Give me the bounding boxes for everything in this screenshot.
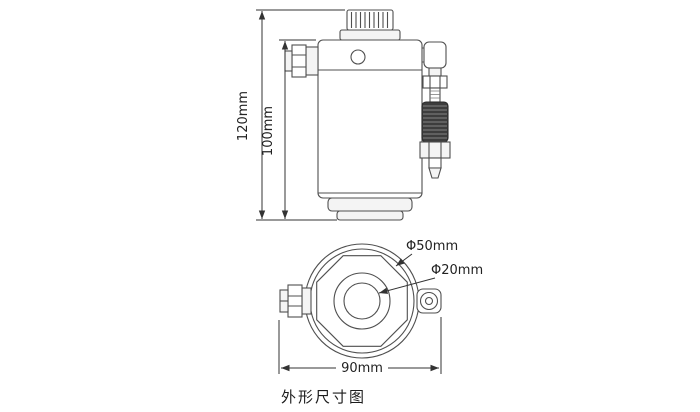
dim-label-overall-height: 120mm <box>236 91 251 141</box>
collar <box>339 29 401 41</box>
cable-gland <box>419 101 451 179</box>
dim-width: 90mm <box>278 317 442 376</box>
left-fitting-side <box>284 44 319 78</box>
thread-hatch <box>350 12 389 28</box>
base-step-2 <box>336 210 404 221</box>
dim-height-body: 100mm <box>261 39 316 219</box>
inner-bore-circle <box>343 282 381 320</box>
mid-circle <box>333 272 391 330</box>
octagon-body-outline <box>316 255 408 347</box>
label-dia-inner: Φ20mm <box>378 263 483 294</box>
dim-height-overall: 120mm <box>236 9 345 221</box>
drawing-caption: 外形尺寸图 <box>281 388 366 406</box>
elbow-fitting <box>422 41 448 103</box>
side-view: 120mm 100mm <box>236 9 451 221</box>
body-port-hole <box>350 49 366 65</box>
label-dia-outer: Φ50mm <box>395 239 458 267</box>
dia-inner-text: Φ20mm <box>431 263 483 278</box>
dim-label-width: 90mm <box>341 361 383 376</box>
body-cylinder <box>317 39 423 199</box>
bottom-view: Φ50mm Φ20mm 90mm <box>278 239 483 376</box>
right-fitting-top <box>416 288 442 314</box>
dim-label-body-height: 100mm <box>261 106 276 156</box>
left-fitting-top <box>279 284 312 318</box>
dia-outer-text: Φ50mm <box>406 239 458 254</box>
base-step-1 <box>327 197 413 212</box>
